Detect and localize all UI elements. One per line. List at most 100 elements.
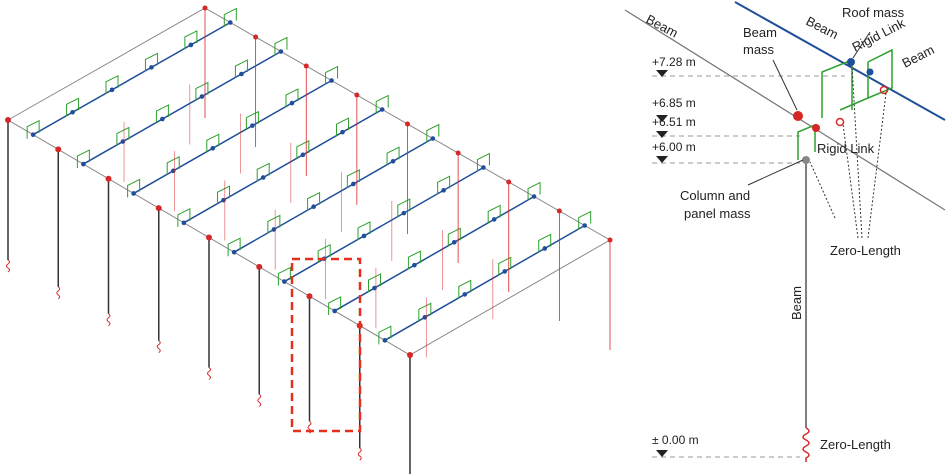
beam-left-line	[624, 9, 946, 211]
column-spring	[6, 259, 10, 273]
base-spring	[802, 427, 810, 462]
beam-node	[210, 145, 216, 151]
column-spring	[56, 286, 61, 300]
beam-node	[289, 100, 295, 106]
rigid-link-glyph	[127, 178, 141, 198]
beam-node	[379, 107, 385, 112]
beam-node	[332, 308, 337, 314]
column-mass-node	[55, 146, 62, 153]
beam-node	[582, 223, 587, 228]
beam-node	[412, 262, 417, 268]
roof-mass-node	[847, 58, 855, 66]
back-mass-node	[253, 34, 259, 40]
beam-node	[199, 94, 205, 99]
column-mass-node	[5, 117, 11, 123]
beam-node	[278, 49, 284, 54]
beam-node	[239, 71, 244, 77]
beam-node	[170, 168, 176, 174]
level-label-651: +6.51 m	[652, 115, 696, 129]
beam-node	[228, 20, 233, 25]
rigid-link-glyph	[274, 36, 288, 56]
roof-beam-line	[83, 50, 282, 165]
column-mass-node	[407, 352, 413, 358]
rigid-link-glyph	[155, 104, 169, 124]
label-beam-mass-1: Beam	[743, 25, 777, 40]
rigid-link-glyph	[336, 117, 350, 137]
back-mass-node	[556, 208, 562, 214]
rigid-link-glyph	[397, 198, 411, 218]
rigid-link-glyph	[538, 233, 552, 253]
detail-highlight-box	[290, 257, 362, 433]
roof-beam-line	[233, 137, 434, 253]
rigid-link-glyph	[458, 279, 472, 299]
label-rigid-link-top: Rigid Link	[850, 15, 908, 55]
beam-node	[401, 210, 407, 216]
rigid-link-glyph	[527, 181, 541, 201]
column-mass-node	[802, 156, 810, 164]
column-spring	[357, 447, 362, 461]
column-mass-node	[155, 205, 162, 212]
beam-node	[451, 239, 457, 245]
beam-node	[120, 139, 126, 144]
beam-node	[221, 197, 226, 203]
label-beam-top: Beam	[804, 13, 841, 42]
rigid-link-glyph	[447, 227, 461, 247]
rigid-link-glyph	[267, 214, 281, 234]
label-beam-mass-2: mass	[743, 42, 775, 57]
back-mass-node	[455, 150, 461, 156]
connection-detail: Beam Beam Beam Beam Roof mass Rigid Link…	[624, 1, 946, 462]
rigid-link-glyph	[105, 75, 119, 94]
rigid-link-glyph	[296, 140, 310, 159]
beam-node	[282, 279, 287, 284]
rigid-link-glyph	[476, 152, 490, 172]
column-spring	[156, 340, 161, 354]
roof-beam-line	[32, 21, 231, 136]
beam-node	[340, 129, 345, 135]
beam-node	[300, 152, 306, 158]
rigid-link-glyph	[184, 30, 198, 49]
label-beam-vertical: Beam	[789, 286, 804, 320]
back-mass-node	[354, 92, 360, 98]
rigid-link-glyph	[386, 146, 400, 166]
beam-node	[531, 194, 537, 199]
level-label-600: +6.00 m	[652, 140, 696, 154]
rigid-link-glyph	[166, 156, 180, 175]
rigid-link-glyph	[206, 133, 220, 153]
back-mass-node	[607, 237, 613, 243]
label-zero-length-mid: Zero-Length	[830, 243, 901, 258]
beam-node	[441, 188, 446, 193]
beam-node	[430, 136, 436, 141]
label-column-mass-1: Column and	[680, 188, 750, 203]
level-markers	[656, 70, 668, 457]
rigid-link-glyph	[227, 237, 241, 257]
frame-3d-model	[5, 5, 613, 474]
back-mass-node	[303, 63, 309, 69]
label-roof-mass: Roof mass	[842, 5, 905, 20]
rigid-link-glyph	[234, 59, 248, 79]
pointer-lines	[809, 65, 887, 239]
beam-node	[502, 269, 508, 274]
rigid-link-glyph	[328, 296, 342, 315]
rigid-link-glyph	[195, 81, 209, 101]
rigid-link-lower	[797, 123, 816, 160]
roof-beam-line	[183, 108, 383, 224]
rigid-link-glyph	[498, 256, 512, 276]
beam-node	[250, 123, 255, 128]
rigid-link-glyph	[407, 250, 421, 270]
rigid-link-glyph	[76, 149, 90, 169]
zero-length-node-2	[879, 85, 889, 95]
beam-node	[109, 87, 115, 93]
label-rigid-link-mid: Rigid Link	[817, 141, 875, 156]
beam-node	[81, 161, 86, 167]
rigid-link-glyph	[223, 7, 237, 27]
beam-node	[361, 233, 367, 239]
rigid-link-glyph	[437, 175, 451, 195]
beam-node	[131, 191, 136, 196]
beam-node	[390, 158, 396, 164]
rigid-link-glyph	[487, 204, 501, 224]
back-mass-node	[202, 5, 208, 11]
level-label-685: +6.85 m	[652, 96, 696, 110]
level-label-728: +7.28 m	[652, 55, 696, 69]
rigid-link-glyph	[317, 243, 331, 263]
